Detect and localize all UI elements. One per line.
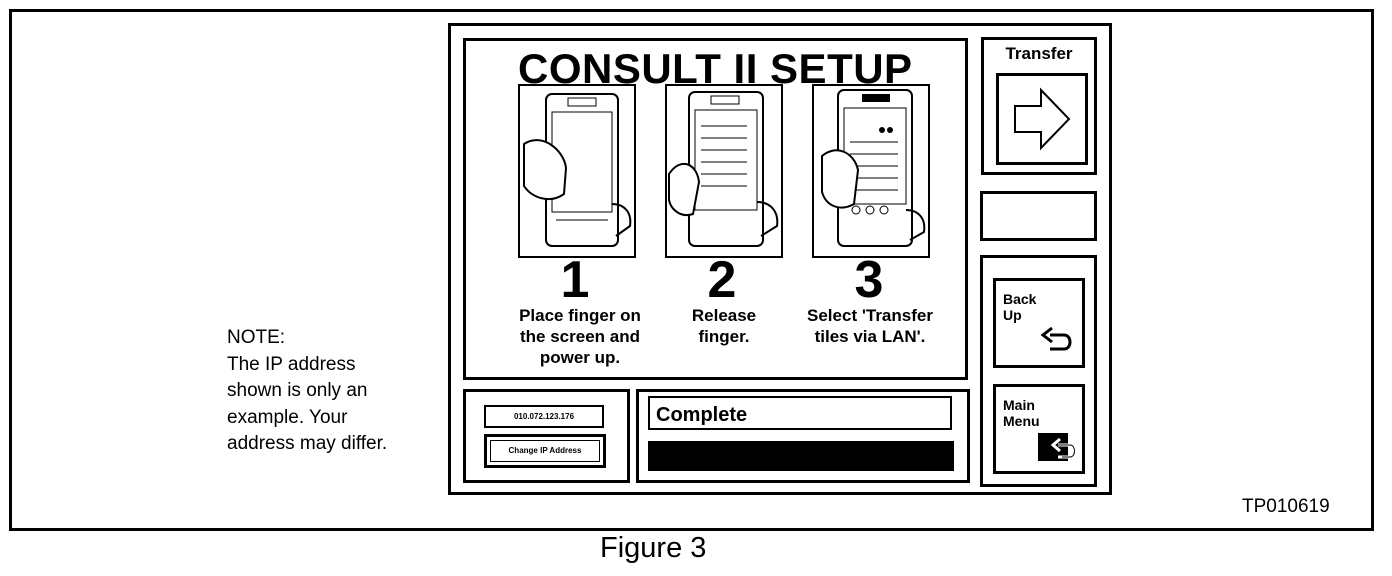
- setup-title: CONSULT II SETUP: [518, 45, 913, 92]
- nav-panel: [980, 255, 1097, 487]
- ip-panel: [463, 389, 630, 483]
- figure-caption: Figure 3: [600, 532, 707, 564]
- arrow-right-icon: [1014, 87, 1071, 151]
- status-panel: [636, 389, 970, 483]
- figure-frame: [9, 9, 1374, 531]
- device-screen: [448, 23, 1112, 495]
- menu-return-icon: [1038, 433, 1076, 461]
- setup-panel: [463, 38, 968, 380]
- step-1-text: Place finger on the screen and power up.: [519, 306, 641, 367]
- back-up-label: Back Up: [1003, 291, 1037, 323]
- note-text: NOTE: The IP address shown is only an ex…: [227, 327, 388, 454]
- step-1-number: 1: [560, 251, 590, 309]
- step-3-illustration: [812, 84, 930, 258]
- transfer-panel: [981, 37, 1097, 175]
- back-arrow-icon: [1040, 326, 1072, 351]
- transfer-button[interactable]: [996, 73, 1088, 165]
- transfer-label: Transfer: [1005, 44, 1073, 63]
- change-ip-label: Change IP Address: [490, 440, 600, 462]
- back-up-button[interactable]: Back Up: [993, 278, 1085, 368]
- step-2-number: 2: [707, 251, 737, 309]
- status-text: Complete: [648, 396, 952, 430]
- step-3-number: 3: [854, 251, 884, 309]
- ip-address-display: 010.072.123.176: [484, 405, 604, 428]
- step-2-illustration: [665, 84, 783, 258]
- step-3-text: Select 'Transfer tiles via LAN'.: [807, 306, 933, 346]
- main-menu-button[interactable]: Main Menu: [993, 384, 1085, 474]
- change-ip-button[interactable]: Change IP Address: [484, 434, 606, 468]
- figure-id: TP010619: [1242, 496, 1330, 517]
- progress-bar: [648, 441, 954, 471]
- step-1-illustration: [518, 84, 636, 258]
- step-2-text: Release finger.: [691, 306, 757, 346]
- blank-display: [980, 191, 1097, 241]
- main-menu-label: Main Menu: [1003, 397, 1040, 429]
